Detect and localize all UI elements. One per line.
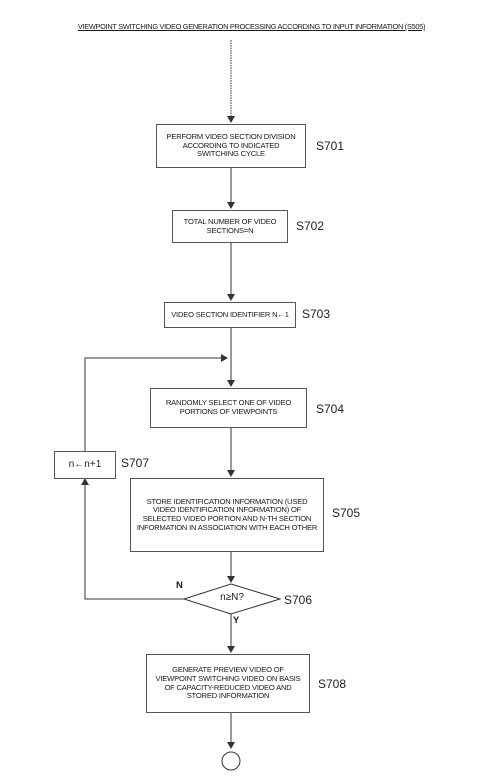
branch-no-label: N [176,580,183,591]
arrow-s707-to-merge [84,354,228,451]
step-s702-text: TOTAL NUMBER OF VIDEO SECTIONS=N [183,216,277,235]
decision-s706-text: n≥N? [220,592,244,603]
step-s706-id: S706 [284,593,313,607]
step-s708-box: GENERATE PREVIEW VIDEO OF VIEWPOINT SWIT… [146,654,310,713]
arrow-s706-no-to-s707 [81,478,184,600]
step-s707-box: n←n+1 [54,451,116,479]
step-s705-id: S705 [332,506,361,520]
step-s703-id: S703 [302,307,331,321]
branch-yes-label: Y [233,615,240,626]
step-s702-box: TOTAL NUMBER OF VIDEO SECTIONS=N [172,210,288,243]
step-s707-id: S707 [121,456,150,470]
step-s701-id: S701 [316,139,345,153]
step-s708-text: GENERATE PREVIEW VIDEO OF VIEWPOINT SWIT… [155,665,301,701]
diagram-title: VIEWPOINT SWITCHING VIDEO GENERATION PRO… [77,22,426,31]
step-s704-box: RANDOMLY SELECT ONE OF VIDEO PORTIONS OF… [150,388,307,428]
step-s702-id: S702 [296,219,325,233]
step-s704-id: S704 [316,402,345,416]
end-terminal [221,751,241,771]
step-s703-box: VIDEO SECTION IDENTIFIER n←1 [164,302,296,328]
decision-diamond [182,583,282,615]
step-s701-box: PERFORM VIDEO SECTION DIVISION ACCORDING… [156,124,306,168]
step-s701-text: PERFORM VIDEO SECTION DIVISION ACCORDING… [166,131,296,159]
step-s705-box: STORE IDENTIFICATION INFORMATION (USED V… [130,478,324,552]
step-s705-text: STORE IDENTIFICATION INFORMATION (USED V… [136,496,318,532]
step-s703-text: VIDEO SECTION IDENTIFIER n←1 [171,309,289,319]
step-s704-text: RANDOMLY SELECT ONE OF VIDEO PORTIONS OF… [165,398,292,416]
step-s708-id: S708 [318,677,347,691]
step-s707-text: n←n+1 [68,459,102,471]
